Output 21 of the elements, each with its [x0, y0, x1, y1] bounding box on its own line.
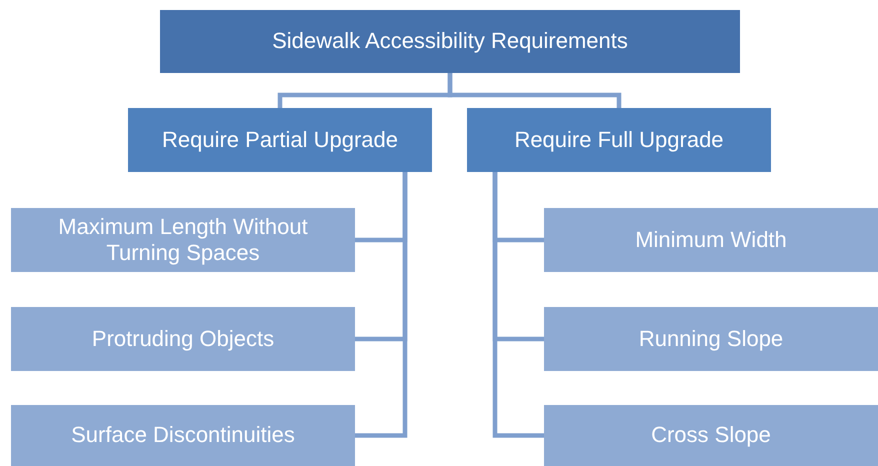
connector-line [448, 73, 622, 108]
box-label: Require Full Upgrade [514, 126, 724, 154]
box-label: Running Slope [638, 326, 784, 352]
process-box [11, 208, 355, 272]
connector-line [355, 172, 408, 438]
process-box [160, 10, 740, 73]
process-box [11, 405, 355, 466]
box-label: Require Partial Upgrade [162, 126, 398, 154]
box-label: Cross Slope [651, 422, 771, 449]
process-box [11, 307, 355, 371]
box-label: Surface Discontinuities [71, 422, 295, 449]
process-box [128, 108, 432, 172]
box-label: Maximum Length Without Turning Spaces [57, 214, 309, 266]
box-label: Protruding Objects [92, 326, 274, 352]
process-box [544, 307, 878, 371]
box-label: Minimum Width [635, 226, 787, 254]
process-box [467, 108, 771, 172]
process-box [544, 208, 878, 272]
box-label: Sidewalk Accessibility Requirements [272, 28, 628, 55]
connector-line [492, 172, 544, 438]
process-box [544, 405, 878, 466]
